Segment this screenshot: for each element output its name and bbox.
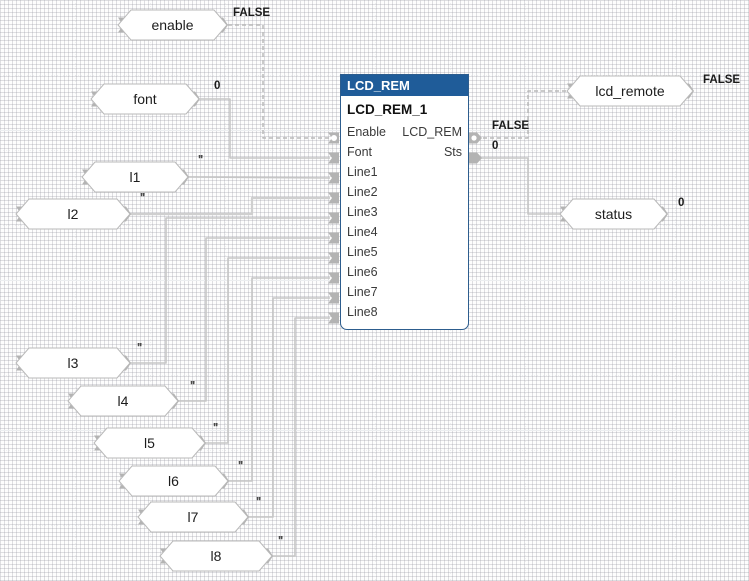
pin-label-line1: Line1	[347, 165, 378, 179]
fb-row-line8[interactable]: Line8	[341, 302, 468, 322]
variable-l7-label-wrap[interactable]: l7	[138, 502, 248, 532]
variable-l4-label: l4	[117, 393, 129, 409]
wire-status	[478, 157, 560, 215]
variable-l8[interactable]	[159, 540, 273, 572]
variable-l5-label: l5	[144, 435, 155, 451]
variable-l5-label-wrap[interactable]: l5	[94, 428, 205, 458]
value-font: 0	[214, 80, 221, 92]
block-input-pins	[328, 132, 339, 324]
pin-label-sts-out: Sts	[443, 145, 462, 159]
pin-label-lcd-rem-out: LCD_REM	[402, 125, 462, 139]
variable-l1-label: l1	[129, 169, 141, 185]
block-output-pins	[468, 132, 482, 164]
wire-l6	[228, 277, 330, 482]
wire-lcd-remote	[483, 90, 567, 139]
value-l5: ''	[213, 420, 218, 435]
variable-l8-label-wrap[interactable]: l8	[160, 541, 272, 571]
variable-l1[interactable]	[81, 161, 189, 193]
variable-l5[interactable]	[93, 427, 206, 459]
variable-font-label: font	[133, 91, 157, 107]
variable-enable[interactable]	[117, 9, 228, 41]
fb-row-line3[interactable]: Line3	[341, 202, 468, 222]
wire-font	[200, 98, 330, 159]
variable-status-label-wrap[interactable]: status	[560, 199, 667, 229]
pin-label-line6: Line6	[347, 265, 378, 279]
pin-label-enable: Enable	[347, 125, 386, 139]
function-block-instance-name: LCD_REM_1	[347, 101, 428, 117]
fb-row-line7[interactable]: Line7	[341, 282, 468, 302]
wire-enable	[228, 24, 330, 139]
fb-row-line6[interactable]: Line6	[341, 262, 468, 282]
value-l1: ''	[198, 152, 203, 167]
value-lcd-remote: FALSE	[703, 74, 741, 86]
wire-l8	[272, 317, 330, 557]
fb-row-line2[interactable]: Line2	[341, 182, 468, 202]
variable-l2[interactable]	[15, 198, 131, 230]
pin-label-line4: Line4	[347, 225, 378, 239]
variable-l4-label-wrap[interactable]: l4	[68, 386, 178, 416]
value-l3: ''	[137, 340, 142, 355]
pin-label-font: Font	[347, 145, 373, 159]
value-status: 0	[678, 197, 685, 209]
variable-l3[interactable]	[15, 347, 131, 379]
variable-l3-label: l3	[67, 355, 79, 371]
fb-row-line4[interactable]: Line4	[341, 222, 468, 242]
variable-font[interactable]	[90, 83, 200, 115]
fb-row-line1[interactable]: Line1	[341, 162, 468, 182]
variable-l8-label: l8	[210, 548, 222, 564]
variable-lcd-remote-label-wrap[interactable]: lcd_remote	[567, 76, 693, 106]
wire-l1	[187, 176, 331, 179]
wire-l7	[248, 297, 330, 518]
variable-lcd-remote-label: lcd_remote	[595, 83, 665, 99]
variable-status[interactable]	[559, 198, 668, 230]
value-l8: ''	[278, 533, 283, 548]
function-block-type-name: LCD_REM	[341, 75, 468, 96]
pin-label-line5: Line5	[347, 245, 378, 259]
wire-l4	[178, 237, 330, 402]
lcd-rem-out-pin-marker	[471, 135, 477, 141]
function-block-lcd-rem[interactable]: LCD_REM LCD_REM_1 Enable LCD_REM Font St…	[340, 74, 469, 330]
value-enable: FALSE	[233, 7, 271, 19]
variable-l2-label: l2	[67, 206, 79, 222]
pin-label-line2: Line2	[347, 185, 378, 199]
variable-l6[interactable]	[118, 465, 229, 497]
variable-enable-label: enable	[151, 17, 194, 33]
variable-enable-label-wrap[interactable]: enable	[118, 10, 227, 40]
value-l2: ''	[140, 190, 145, 205]
fb-row-line5[interactable]: Line5	[341, 242, 468, 262]
variable-l3-label-wrap[interactable]: l3	[16, 348, 130, 378]
fb-row-font[interactable]: Font Sts	[341, 142, 468, 162]
value-l7: ''	[256, 494, 261, 509]
enable-pin-marker	[330, 134, 337, 141]
fb-row-enable[interactable]: Enable LCD_REM	[341, 122, 468, 142]
variable-lcd-remote[interactable]	[566, 75, 694, 107]
variable-l7-label: l7	[187, 509, 199, 525]
value-sts-out: 0	[492, 140, 499, 152]
variable-l6-label: l6	[168, 473, 179, 489]
variable-l4[interactable]	[67, 385, 179, 417]
variable-font-label-wrap[interactable]: font	[91, 84, 199, 114]
wire-l3	[130, 217, 330, 364]
wire-l5	[205, 257, 330, 444]
variable-l1-label-wrap[interactable]: l1	[82, 162, 188, 192]
value-l6: ''	[238, 458, 243, 473]
value-l4: ''	[190, 378, 195, 393]
variable-l2-label-wrap[interactable]: l2	[16, 199, 130, 229]
variable-l7[interactable]	[137, 501, 249, 533]
value-lcd-rem-out: FALSE	[492, 120, 530, 132]
pin-label-line8: Line8	[347, 305, 378, 319]
variable-l6-label-wrap[interactable]: l6	[119, 466, 228, 496]
pin-label-line7: Line7	[347, 285, 378, 299]
variable-status-label: status	[594, 206, 633, 222]
wire-l2-trunk	[130, 196, 330, 216]
pin-label-line3: Line3	[347, 205, 378, 219]
